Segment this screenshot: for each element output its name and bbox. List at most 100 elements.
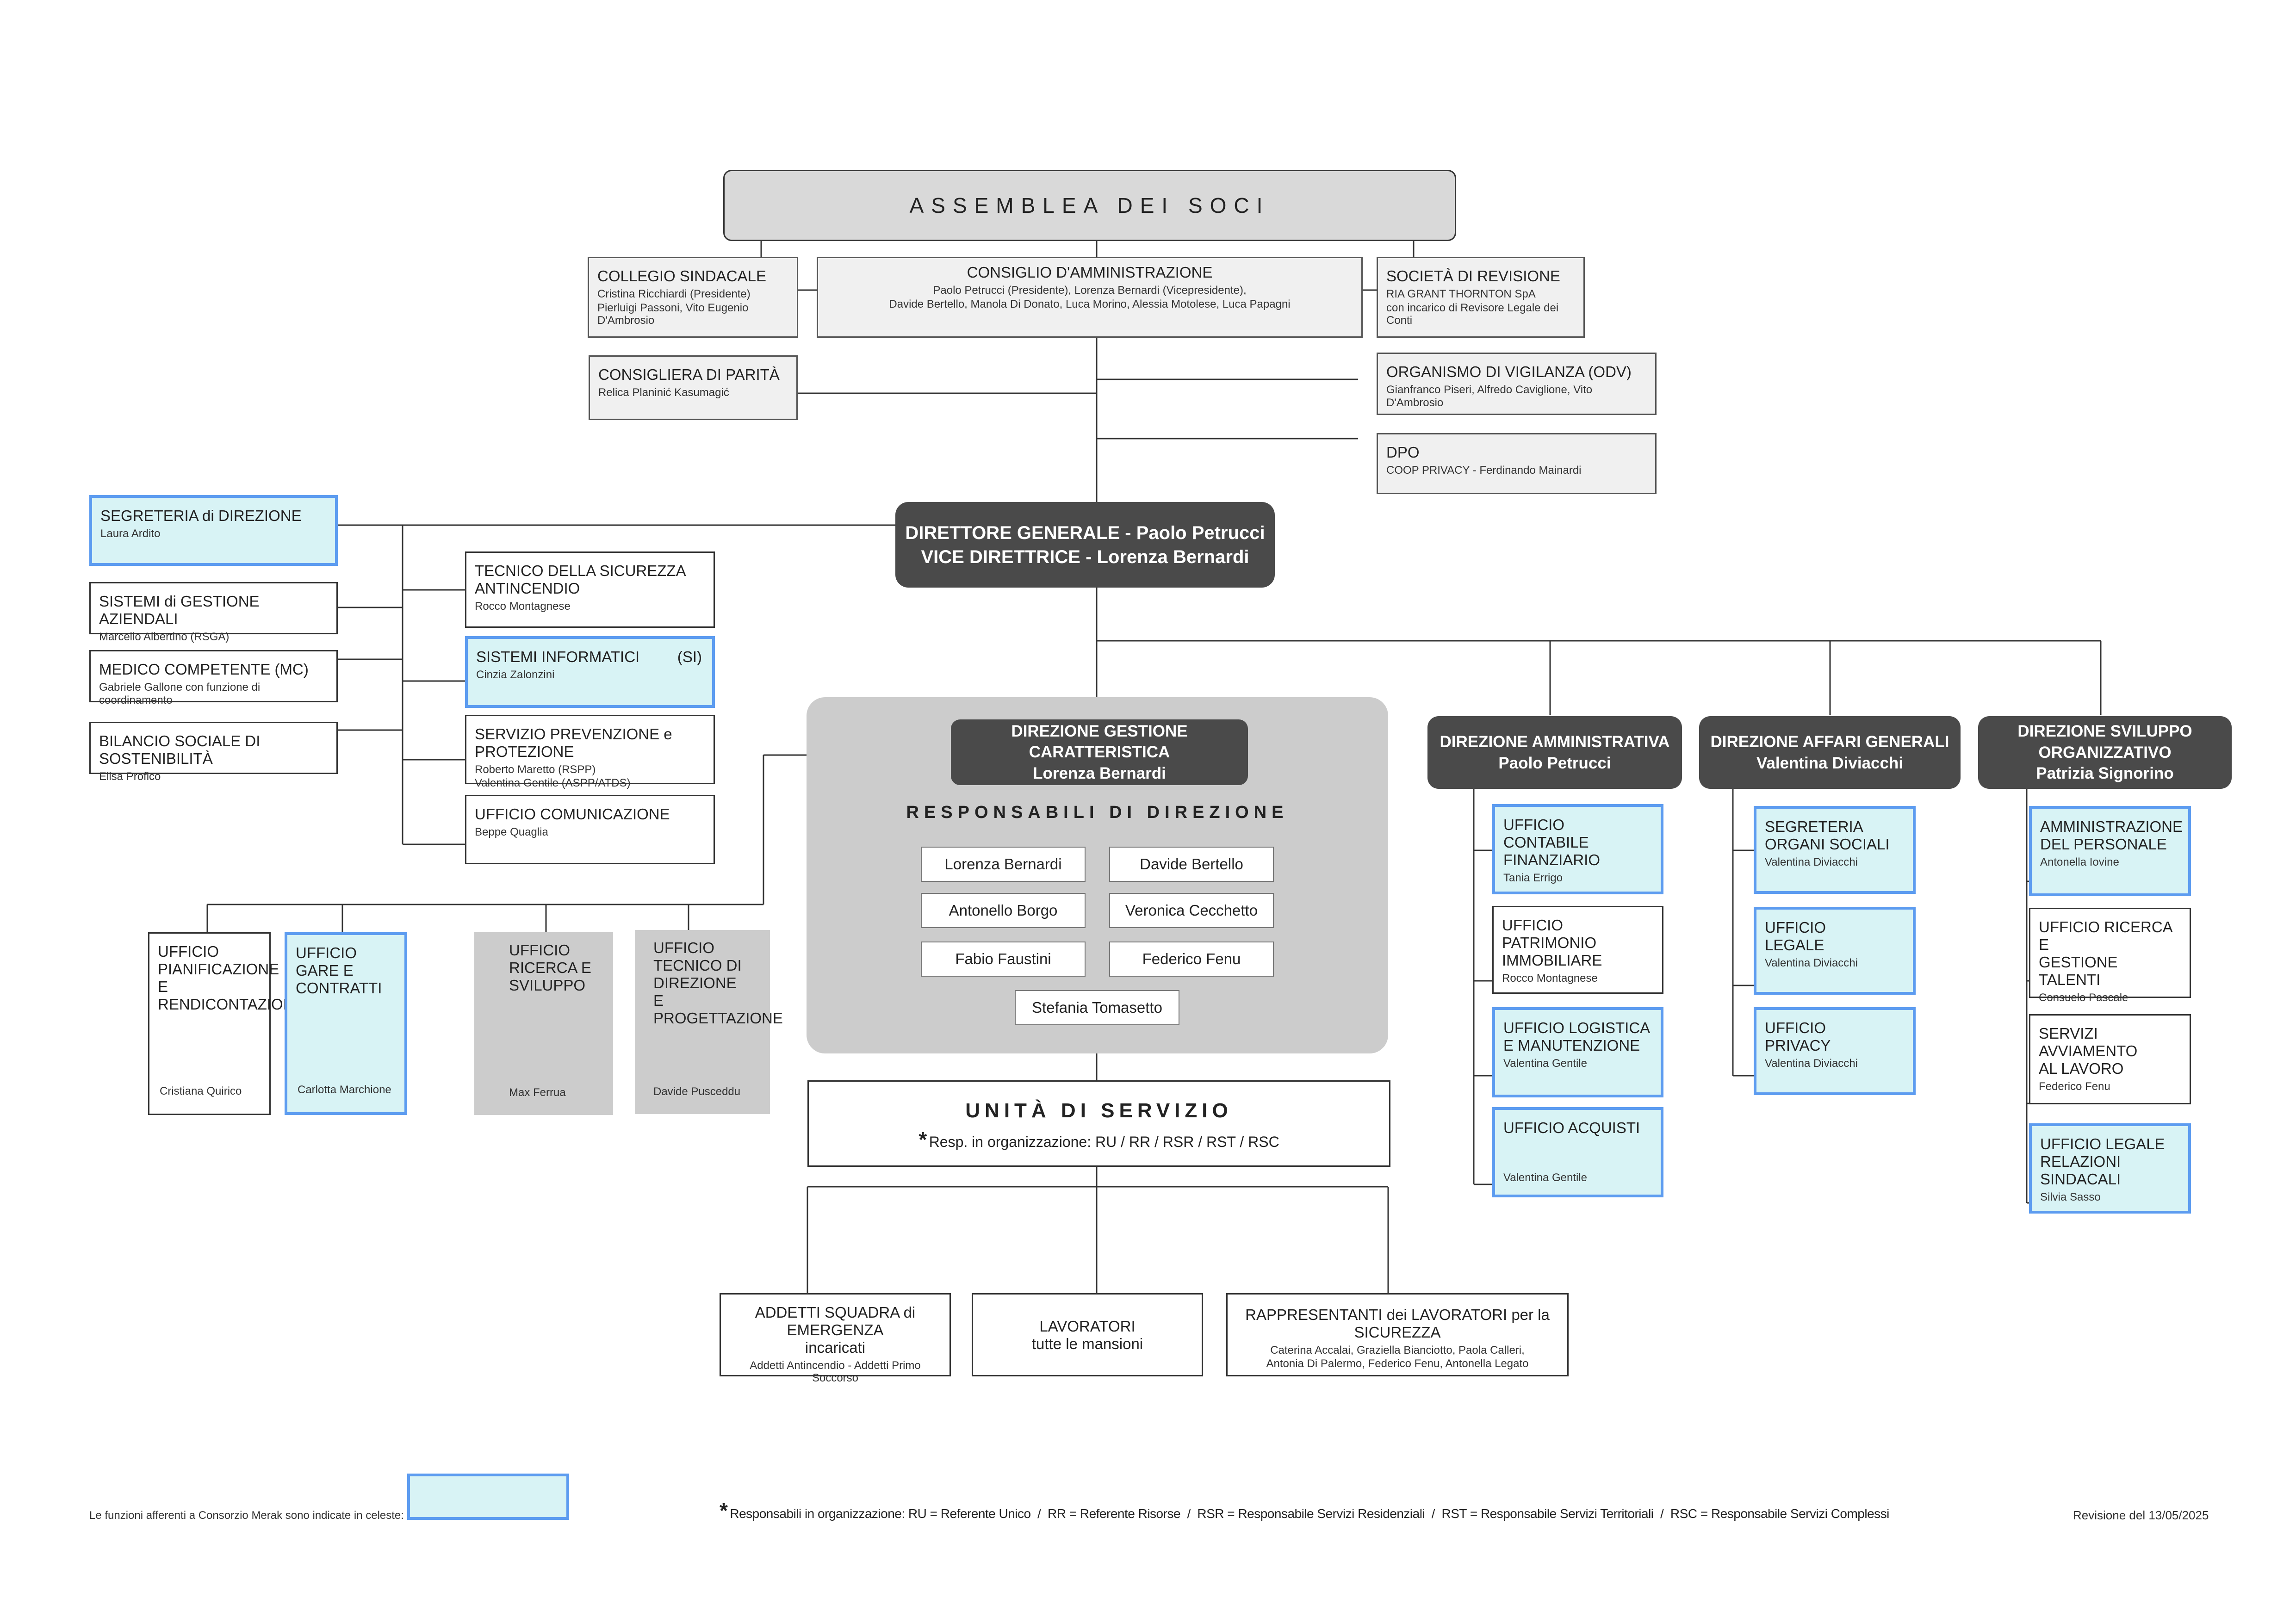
si-name: Cinzia Zalonzini	[476, 668, 555, 681]
ufficio-acquisti-box: UFFICIO ACQUISTI Valentina Gentile	[1492, 1107, 1663, 1197]
sistemi-informatici-box: SISTEMI INFORMATICI (SI) Cinzia Zalonzin…	[465, 636, 715, 708]
unit-line: DEL PERSONALE	[2040, 835, 2167, 853]
bilancio-sociale-box: BILANCIO SOCIALE DI SOSTENIBILITÀ Elisa …	[89, 722, 338, 783]
unit-line: UFFICIO	[1765, 1019, 1826, 1036]
ufficio-gare-box: UFFICIO GARE E CONTRATTI Carlotta Marchi…	[285, 932, 407, 1115]
office-line: UFFICIO	[509, 942, 570, 959]
office-line: DIREZIONE	[653, 974, 737, 991]
office-name: Davide Pusceddu	[653, 1085, 741, 1098]
gestione-title1: DIREZIONE GESTIONE CARATTERISTICA	[1011, 722, 1188, 762]
assembly-title: ASSEMBLEA DEI SOCI	[909, 193, 1270, 217]
lavoratori-line2: tutte le mansioni	[1031, 1335, 1143, 1352]
footer-legend: * Responsabili in organizzazione: RU = R…	[720, 1498, 1889, 1523]
unita-star: *	[918, 1127, 927, 1152]
unit-name: Antonella Iovine	[2040, 855, 2119, 868]
unit-name: Rocco Montagnese	[1502, 972, 1598, 985]
office-line: CONTRATTI	[296, 979, 382, 997]
unit-name: Valentina Gentile	[1503, 1057, 1588, 1070]
unit-line: ORGANI SOCIALI	[1765, 835, 1890, 853]
addetti-line2: incaricati	[805, 1338, 866, 1356]
unit-line: GESTIONE TALENTI	[2039, 953, 2118, 988]
direction-title: DIREZIONE SVILUPPO ORGANIZZATIVO	[2017, 722, 2192, 762]
responsabile-item: Antonello Borgo	[921, 893, 1086, 928]
rls-line2: Caterina Accalai, Graziella Bianciotto, …	[1270, 1344, 1525, 1357]
staff-title: BILANCIO SOCIALE DI SOSTENIBILITÀ	[99, 732, 261, 767]
direzione-affari-generali-box: DIREZIONE AFFARI GENERALI Valentina Divi…	[1699, 716, 1961, 789]
unita-title: UNITÀ DI SERVIZIO	[965, 1099, 1233, 1122]
direttore-line1: DIRETTORE GENERALE - Paolo Petrucci	[905, 522, 1265, 543]
parita-title: CONSIGLIERA DI PARITÀ	[598, 366, 780, 383]
unit-line: UFFICIO	[1503, 816, 1564, 833]
ufficio-tecnico-box: UFFICIO TECNICO DI DIREZIONE E PROGETTAZ…	[635, 930, 783, 1114]
ufficio-legale-box: UFFICIO LEGALE Valentina Diviacchi	[1754, 907, 1916, 995]
lavoratori-box: LAVORATORI tutte le mansioni	[972, 1293, 1203, 1376]
office-line: PIANIFICAZIONE E	[158, 960, 279, 995]
ufficio-pianificazione-box: UFFICIO PIANIFICAZIONE E RENDICONTAZIONE…	[148, 932, 304, 1115]
staff-name: Marcello Albertino (RSGA)	[99, 630, 230, 643]
addetti-line3: Addetti Antincendio - Addetti Primo Socc…	[750, 1359, 921, 1385]
dpo-title: DPO	[1386, 444, 1420, 461]
segreteria-organi-box: SEGRETERIA ORGANI SOCIALI Valentina Divi…	[1754, 806, 1916, 894]
ufficio-ricerca-box: UFFICIO RICERCA E SVILUPPO Max Ferrua	[474, 932, 613, 1115]
addetti-emergenza-box: ADDETTI SQUADRA di EMERGENZA incaricati …	[720, 1293, 951, 1384]
addetti-line1: ADDETTI SQUADRA di EMERGENZA	[755, 1304, 916, 1338]
staff-name: Elisa Profico	[99, 770, 161, 783]
tecnico-name: Rocco Montagnese	[475, 600, 571, 613]
si-title: SISTEMI INFORMATICI	[476, 648, 640, 665]
unit-line: UFFICIO LEGALE	[2040, 1135, 2165, 1152]
unit-line: UFFICIO	[1765, 919, 1826, 936]
office-line: UFFICIO	[296, 944, 357, 961]
ufficio-contabile-box: UFFICIO CONTABILE FINANZIARIO Tania Erri…	[1492, 804, 1663, 894]
unit-line: UFFICIO PATRIMONIO	[1502, 917, 1597, 951]
office-line: RICERCA E	[509, 959, 591, 976]
collegio-title: COLLEGIO SINDACALE	[597, 267, 766, 285]
unit-name: Valentina Diviacchi	[1765, 1057, 1858, 1070]
consiglio-line1: Paolo Petrucci (Presidente), Lorenza Ber…	[933, 284, 1247, 297]
medico-competente-box: MEDICO COMPETENTE (MC) Gabriele Gallone …	[89, 650, 338, 706]
servizi-avviamento-box: SERVIZI AVVIAMENTO AL LAVORO Federico Fe…	[2029, 1014, 2191, 1104]
direction-title: DIREZIONE AFFARI GENERALI	[1710, 733, 1949, 751]
direzione-amministrativa-box: DIREZIONE AMMINISTRATIVA Paolo Petrucci	[1427, 716, 1682, 789]
staff-title: SISTEMI di GESTIONE AZIENDALI	[99, 593, 260, 627]
sistemi-gestione-box: SISTEMI di GESTIONE AZIENDALI Marcello A…	[89, 582, 338, 643]
dpo-line1: COOP PRIVACY - Ferdinando Mainardi	[1386, 464, 1582, 477]
gestione-title2: Lorenza Bernardi	[1033, 764, 1166, 782]
societa-revisione-box: SOCIETÀ DI REVISIONE RIA GRANT THORNTON …	[1377, 257, 1585, 338]
spp-name1: Roberto Maretto (RSPP)	[475, 763, 596, 776]
consigliera-parita-box: CONSIGLIERA DI PARITÀ Relica Planinić Ka…	[589, 355, 798, 420]
revisione-line2: con incarico di Revisore Legale dei Cont…	[1386, 301, 1559, 327]
office-name: Carlotta Marchione	[298, 1084, 391, 1096]
office-line: UFFICIO	[158, 943, 219, 960]
unit-line: UFFICIO RICERCA E	[2039, 918, 2172, 953]
unit-line: LEGALE	[1765, 936, 1824, 954]
comunicazione-title: UFFICIO COMUNICAZIONE	[475, 805, 670, 823]
responsabile-item: Fabio Faustini	[921, 942, 1086, 977]
footer-note: Le funzioni afferenti a Consorzio Merak …	[89, 1509, 404, 1522]
servizio-prevenzione-box: SERVIZIO PREVENZIONE e PROTEZIONE Robert…	[465, 715, 715, 789]
lavoratori-line1: LAVORATORI	[1039, 1318, 1136, 1335]
unita-servizio-box: UNITÀ DI SERVIZIO * Resp. in organizzazi…	[807, 1080, 1390, 1167]
staff-name: Laura Ardito	[100, 527, 161, 540]
revisione-title: SOCIETÀ DI REVISIONE	[1386, 267, 1560, 285]
unit-line: AMMINISTRAZIONE	[2040, 818, 2183, 835]
office-line: GARE E	[296, 961, 354, 979]
office-line: RENDICONTAZIONE	[158, 995, 304, 1013]
office-name: Max Ferrua	[509, 1086, 566, 1099]
unit-line: SEGRETERIA	[1765, 818, 1863, 835]
consiglio-box: CONSIGLIO D'AMMINISTRAZIONE Paolo Petruc…	[817, 257, 1363, 338]
unit-line: E MANUTENZIONE	[1503, 1036, 1640, 1054]
unit-name: Tania Errigo	[1503, 871, 1563, 884]
spp-title: SERVIZIO PREVENZIONE e PROTEZIONE	[475, 725, 672, 760]
revision-date: Revisione del 13/05/2025	[2073, 1508, 2209, 1522]
collegio-line2: Pierluigi Passoni, Vito Eugenio D'Ambros…	[597, 301, 749, 327]
unit-name: Valentina Diviacchi	[1765, 855, 1858, 868]
direttore-generale-box: DIRETTORE GENERALE - Paolo Petrucci VICE…	[895, 502, 1275, 588]
staff-title: MEDICO COMPETENTE (MC)	[99, 661, 309, 678]
responsabile-item: Stefania Tomasetto	[1015, 990, 1179, 1025]
unit-line: PRIVACY	[1765, 1036, 1831, 1054]
ufficio-logistica-box: UFFICIO LOGISTICA E MANUTENZIONE Valenti…	[1492, 1007, 1663, 1097]
parita-line1: Relica Planinić Kasumagić	[598, 386, 729, 399]
footer-star: *	[720, 1499, 728, 1523]
unit-name: Federico Fenu	[2039, 1080, 2110, 1093]
